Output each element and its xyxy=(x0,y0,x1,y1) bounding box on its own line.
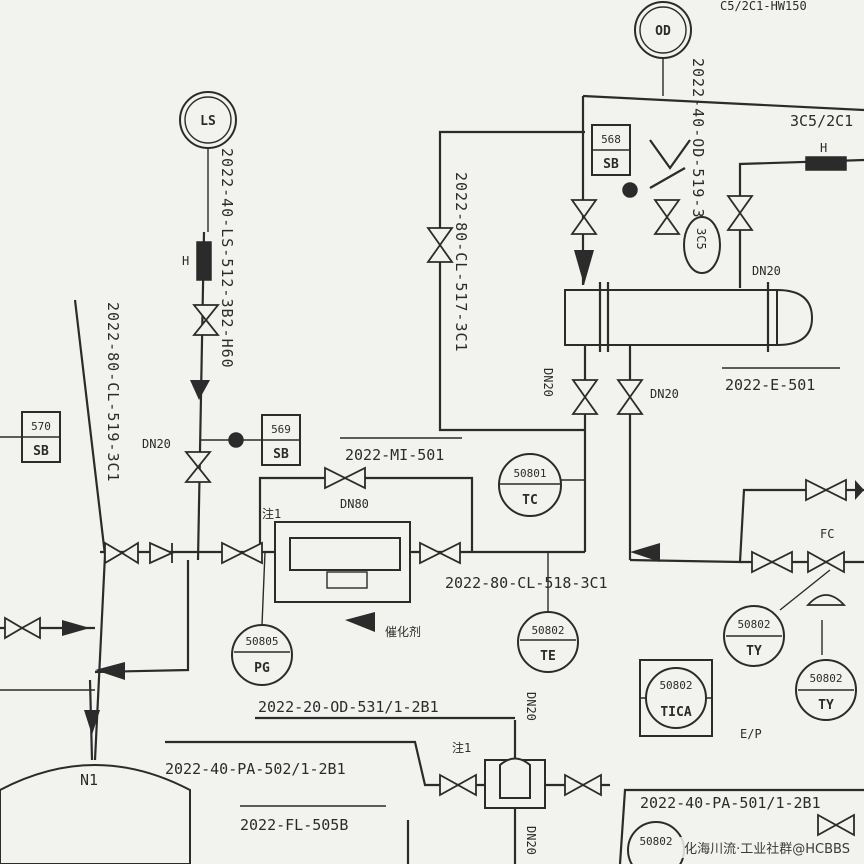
ty-a-number: 50802 xyxy=(737,618,770,631)
gate-valve xyxy=(184,451,212,483)
line-cl-519: 2022-80-CL-519-3C1 xyxy=(104,302,122,483)
od-label: OD xyxy=(655,24,671,39)
gate-valve xyxy=(439,773,477,797)
heat-exchanger-e501 xyxy=(564,282,840,369)
instrument-te: 50802 TE xyxy=(517,611,579,673)
sb570-num: 570 xyxy=(31,420,51,433)
tica-code: TICA xyxy=(660,705,691,720)
pg-number: 50805 xyxy=(245,635,278,648)
gate-valve xyxy=(571,379,599,415)
dn20-exchanger-a: DN20 xyxy=(541,368,555,397)
gate-valve xyxy=(751,550,793,574)
gate-valve xyxy=(221,541,263,565)
instrument-ls: LS xyxy=(179,91,237,149)
instrument-tc: 50801 TC xyxy=(498,453,562,517)
instrument-ty-b: 50802 TY xyxy=(795,659,857,721)
pg-code: PG xyxy=(254,661,270,676)
dn20-exchanger-b: DN20 xyxy=(650,387,679,401)
exchanger-tag: 2022-E-501 xyxy=(725,376,815,394)
te-code: TE xyxy=(540,649,556,664)
signal-sb568: 568 SB xyxy=(591,124,691,198)
fc-label: FC xyxy=(820,527,834,541)
signal-sb570: 570 SB xyxy=(0,411,61,463)
sb570-code: SB xyxy=(33,444,49,459)
line-pa-502: 2022-40-PA-502/1-2B1 xyxy=(165,760,346,778)
sb568-code: SB xyxy=(603,157,619,172)
tc-code: TC xyxy=(522,493,538,508)
gate-valve xyxy=(426,227,454,263)
gate-valve xyxy=(817,813,855,837)
control-valve-actuator xyxy=(805,594,847,606)
heat-h-right: H xyxy=(820,141,827,155)
ty-a-code: TY xyxy=(746,644,762,659)
instrument-bottom: 50802 xyxy=(627,821,685,864)
ty-b-code: TY xyxy=(818,698,834,713)
filter-fl505b xyxy=(240,757,546,809)
control-valve xyxy=(807,550,845,574)
note-1-mixer: 注1 xyxy=(262,506,281,521)
valves xyxy=(4,156,855,837)
gate-valve xyxy=(805,478,847,502)
gate-valve xyxy=(4,616,41,640)
signal-sb569: 569 SB xyxy=(200,414,301,466)
electric-tracing-ls xyxy=(196,241,212,281)
gate-valve xyxy=(419,541,461,565)
te-number: 50802 xyxy=(531,624,564,637)
dn20-bottom-a: DN20 xyxy=(524,692,538,721)
line-od-519: 2022-40-OD-519-3C5 xyxy=(689,58,707,239)
note-1-filter: 注1 xyxy=(452,740,471,755)
line-pa-501: 2022-40-PA-501/1-2B1 xyxy=(640,794,821,812)
ep-label: E/P xyxy=(740,727,762,741)
bottom-bubble-number: 50802 xyxy=(639,835,672,848)
electric-tracing-right xyxy=(805,156,847,171)
sb569-code: SB xyxy=(273,447,289,462)
sb569-num: 569 xyxy=(271,423,291,436)
gate-valve xyxy=(564,773,602,797)
instrument-od: OD xyxy=(634,1,692,59)
line-ls-512: 2022-40-LS-512-3B2-H60 xyxy=(218,148,236,369)
ls-label: LS xyxy=(200,114,216,129)
vessel-tank xyxy=(0,689,191,864)
gate-valve xyxy=(104,541,139,565)
dn20-ls: DN20 xyxy=(142,437,171,451)
sb568-num: 568 xyxy=(601,133,621,146)
check-valve xyxy=(149,541,175,565)
flow-arrows xyxy=(62,250,864,735)
to-unit-label: 催化剂 xyxy=(385,624,421,639)
dn20-bottom-b: DN20 xyxy=(524,826,538,855)
gate-valve xyxy=(653,199,681,235)
cloud-tag: 3C5 xyxy=(683,216,721,274)
line-cl-517: 2022-80-CL-517-3C1 xyxy=(452,172,470,353)
dn80-bypass: DN80 xyxy=(340,497,369,511)
line-labels: 2022-40-LS-512-3B2-H60 2022-80-CL-517-3C… xyxy=(104,0,853,812)
ty-b-number: 50802 xyxy=(809,672,842,685)
cloud-tag-text: 3C5 xyxy=(694,228,708,250)
gate-valve xyxy=(324,466,366,490)
watermark: 化海川流·工业社群@HCBBS xyxy=(680,837,854,858)
tank-nozzle-tag: N1 xyxy=(80,771,98,789)
filter-tag: 2022-FL-505B xyxy=(240,816,348,834)
gate-valve xyxy=(616,379,644,415)
instrument-tica: 50802 TICA xyxy=(645,667,707,729)
gate-valve xyxy=(570,199,598,235)
line-right-partial: 3C5/2C1 xyxy=(790,112,853,130)
equipment xyxy=(0,282,840,864)
dn20-right: DN20 xyxy=(752,264,781,278)
gate-valve xyxy=(726,195,754,231)
heat-h-ls: H xyxy=(182,254,189,268)
instrument-pg: 50805 PG xyxy=(231,624,293,686)
tc-number: 50801 xyxy=(513,467,546,480)
line-top-partial: C5/2C1-HW150 xyxy=(720,0,807,13)
gate-valve xyxy=(192,304,220,336)
line-cl-518: 2022-80-CL-518-3C1 xyxy=(445,574,608,592)
annotations: DN20 DN80 DN20 DN20 DN20 DN20 DN20 注1 注1… xyxy=(142,141,834,855)
line-od-531: 2022-20-OD-531/1-2B1 xyxy=(258,698,439,716)
equipment-labels: 2022-E-501 2022-MI-501 2022-FL-505B N1 xyxy=(80,376,815,834)
static-mixer-mi501 xyxy=(274,437,462,603)
tica-number: 50802 xyxy=(659,679,692,692)
mixer-tag: 2022-MI-501 xyxy=(345,446,444,464)
instrument-ty-a: 50802 TY xyxy=(723,605,785,667)
